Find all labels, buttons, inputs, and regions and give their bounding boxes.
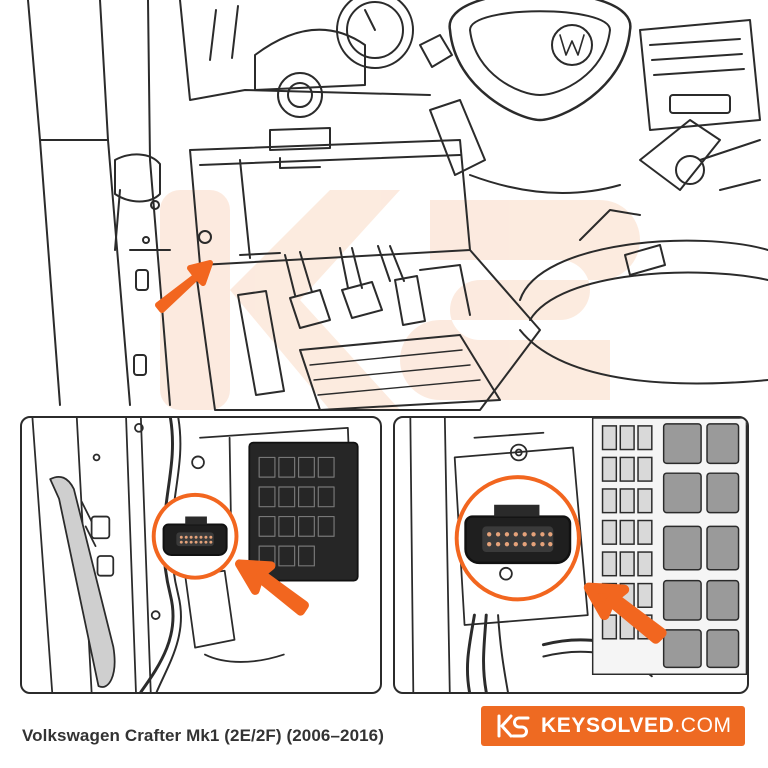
arrow-icon xyxy=(235,559,309,616)
detail-panel-right xyxy=(393,416,749,694)
arrow-icon xyxy=(155,260,213,313)
arrow-icon xyxy=(583,582,667,644)
vehicle-caption: Volkswagen Crafter Mk1 (2E/2F) (2006–201… xyxy=(22,726,384,745)
fuse-box xyxy=(591,418,747,675)
obd-port-icon xyxy=(464,504,572,581)
ks-logo-icon xyxy=(497,714,530,738)
brand-badge[interactable]: KEYSOLVED.COM xyxy=(481,706,745,746)
brand-name-text: KEYSOLVED xyxy=(541,714,675,737)
obd-port-icon xyxy=(162,516,228,556)
watermark-logo xyxy=(160,190,640,410)
detail-panel-left xyxy=(20,416,382,694)
brand-name: KEYSOLVED.COM xyxy=(541,714,732,738)
brand-suffix: .COM xyxy=(674,714,732,737)
